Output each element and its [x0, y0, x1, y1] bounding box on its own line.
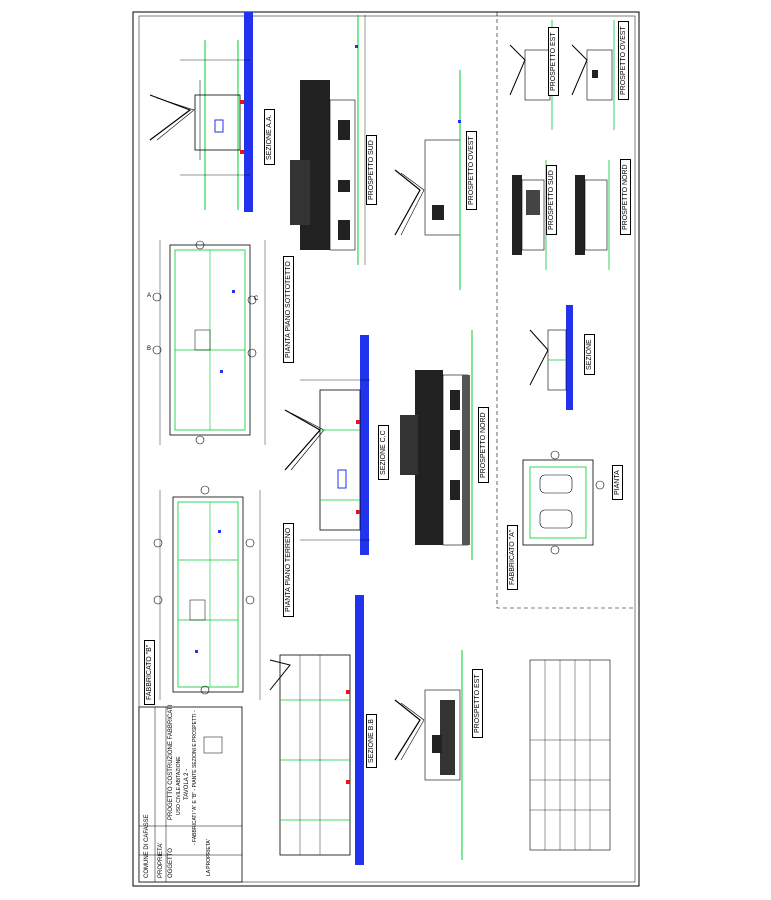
prospetto-est-label: PROSPETTO EST: [472, 669, 483, 738]
uso-label: USO CIVILE ABITAZIONE: [176, 756, 182, 815]
sezione-cc-label: SEZIONE C.C: [378, 425, 389, 480]
tavola-label: TAVOLA 2 -: [184, 768, 190, 800]
fabbricato-a-boundary: [496, 12, 635, 609]
prospetto-ovest-drawing: [394, 70, 461, 290]
fabbricato-b-label: FABBRICATO "B": [144, 639, 155, 705]
pianta-terreno-label: PIANTA PIANO TERRENO: [283, 522, 294, 617]
fabbricato-a-sezione-label: SEZIONE: [584, 334, 595, 375]
pianta-sottotetto-label: PIANTA PIANO SOTTOTETTO: [283, 256, 294, 363]
la-proprieta-label: LA PROPRIETA': [206, 839, 212, 876]
prospetto-sud-drawing: [290, 15, 366, 265]
fabbricato-a-prospetto-ovest-label: PROSPETTO OVEST: [618, 21, 629, 100]
fabbricato-a-prospetto-sud-label: PROSPETTO SUD: [546, 165, 557, 235]
progetto-label: PROGETTO COSTRUZIONE FABBRICATI: [168, 704, 174, 820]
descrizione-label: - FABBRICATI "A" E "B" - PIANTE SEZIONI …: [192, 710, 198, 845]
pianta-sottotetto-drawing: [152, 240, 266, 445]
sezione-aa-drawing: [149, 12, 253, 212]
prospetto-ovest-label: PROSPETTO OVEST: [466, 131, 477, 210]
sezione-aa-label: SEZIONE A.A.: [264, 109, 275, 165]
fabbricato-a-pianta-drawing: [522, 450, 605, 555]
prospetto-nord-drawing: [400, 330, 473, 560]
fabbricato-a-pianta-label: PIANTA: [612, 465, 623, 500]
fabbricato-a-prospetti-drawing: [509, 20, 615, 270]
superfici-table: [529, 659, 611, 851]
comune-label: COMUNE DI CAFASSE: [144, 814, 150, 878]
sezione-cc-drawing: [284, 335, 370, 555]
proprieta-label: PROPRIETA': [158, 842, 164, 878]
fabbricato-a-prospetto-nord-label: PROSPETTO NORD: [620, 159, 631, 235]
section-mark-b: B: [147, 346, 152, 352]
oggetto-label: OGGETTO: [168, 848, 174, 878]
fabbricato-a-label: FABBRICATO "A": [507, 524, 518, 590]
pianta-terreno-drawing: [153, 485, 261, 700]
prospetto-est-drawing: [394, 650, 463, 860]
prospetto-nord-label: PROSPETTO NORD: [478, 407, 489, 483]
fabbricato-a-prospetto-est-label: PROSPETTO EST: [548, 27, 559, 96]
sheet-inner-border: [138, 15, 636, 883]
sheet-border: [132, 11, 640, 887]
section-mark-a: A: [147, 293, 152, 299]
sezione-bb-label: SEZIONE B.B: [366, 714, 377, 768]
section-mark-c: C: [254, 296, 259, 302]
prospetto-sud-label: PROSPETTO SUD: [366, 135, 377, 205]
sezione-bb-drawing: [269, 595, 364, 865]
fabbricato-a-sezione-drawing: [529, 305, 573, 410]
title-block: [138, 706, 243, 883]
